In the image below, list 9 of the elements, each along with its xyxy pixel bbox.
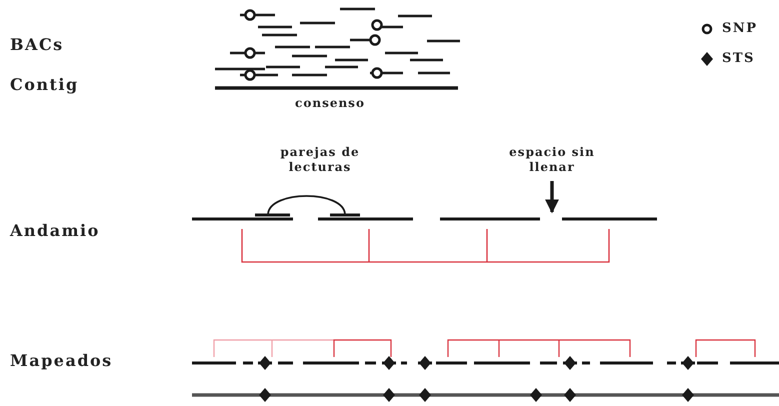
row-label: BACs bbox=[10, 36, 64, 54]
row-label: Mapeados bbox=[10, 352, 113, 370]
caption-label: consenso bbox=[294, 96, 366, 111]
row-label: Andamio bbox=[10, 222, 100, 240]
annotation-label: espacio sin llenar bbox=[508, 145, 596, 175]
annotation-label: parejas de lecturas bbox=[279, 145, 361, 175]
legend-label: STS bbox=[722, 50, 755, 68]
legend-label: SNP bbox=[722, 20, 758, 38]
row-label: Contig bbox=[10, 76, 79, 94]
